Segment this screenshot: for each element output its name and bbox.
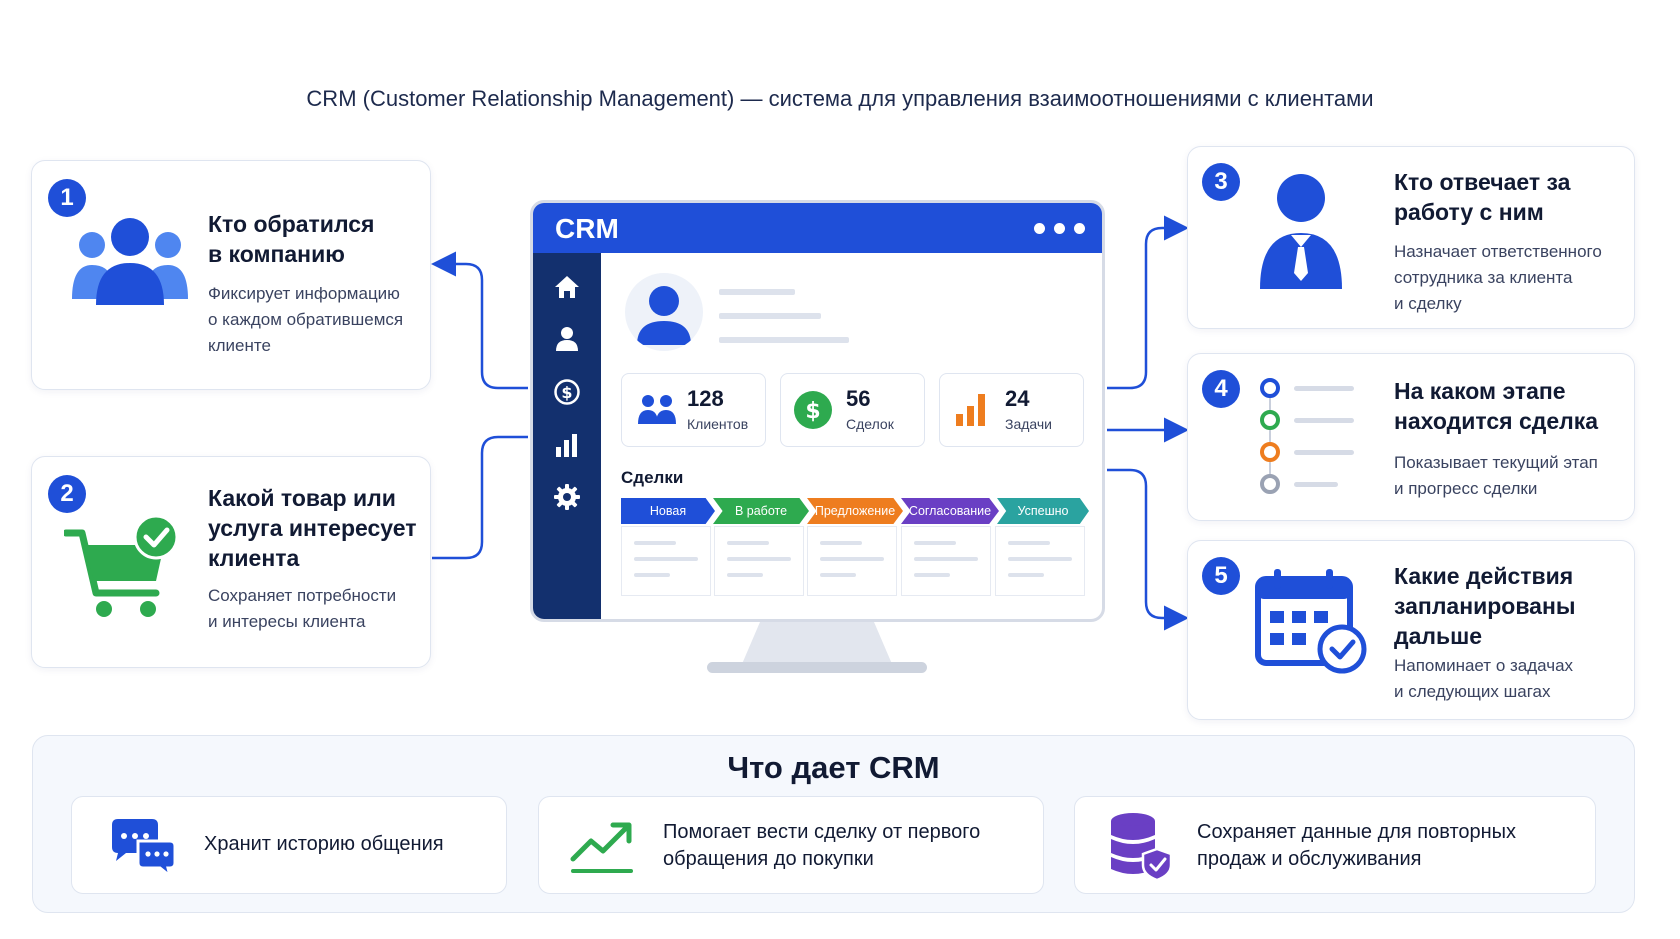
chart-bars-icon: [956, 394, 985, 426]
benefit-deal-tracking: Помогает вести сделку от первого обращен…: [538, 796, 1044, 894]
stage-progress-icon: [1260, 378, 1354, 494]
card-description: Назначает ответственного сотрудника за к…: [1394, 242, 1602, 313]
deal-column: [807, 526, 897, 596]
stat-value: 56: [846, 386, 871, 411]
card-description: Показывает текущий этап и прогресс сделк…: [1394, 453, 1598, 498]
calendar-check-icon: [1255, 569, 1367, 674]
stat-label: Сделок: [846, 416, 894, 432]
card-product-interest: 2 Какой товар или услуга интересует клие…: [31, 456, 431, 668]
stat-label: Клиентов: [687, 416, 749, 432]
stage-in-progress[interactable]: В работе: [713, 498, 809, 524]
placeholder-line: [719, 313, 821, 319]
dollar-coin-icon: $: [794, 391, 832, 429]
database-shield-icon: [1111, 813, 1173, 881]
dollar-icon[interactable]: $: [553, 378, 581, 406]
card-responsible: 3 Кто отвечает за работу с ним Назначает…: [1187, 146, 1635, 329]
shopping-cart-check-icon: [64, 515, 179, 617]
step-number: 1: [48, 179, 86, 217]
deal-column: [995, 526, 1085, 596]
card-description: Фиксирует информацию о каждом обратившем…: [208, 284, 404, 355]
deal-column: [714, 526, 804, 596]
benefits-title: Что дает CRM: [727, 750, 940, 785]
deal-column: [901, 526, 991, 596]
benefit-data-storage: Сохраняет данные для повторных продаж и …: [1074, 796, 1596, 894]
svg-text:$: $: [561, 383, 572, 402]
placeholder-line: [719, 289, 795, 295]
stat-tasks: 24 Задачи: [939, 373, 1084, 447]
user-icon[interactable]: [553, 325, 581, 353]
card-title: Какие действия запланированы дальше: [1394, 563, 1576, 649]
profile-avatar: [625, 273, 703, 351]
stage-proposal[interactable]: Предложение: [807, 498, 903, 524]
card-description: Сохраняет потребности и интересы клиента: [208, 586, 397, 631]
stat-value: 24: [1005, 386, 1030, 411]
stat-deals: $ 56 Сделок: [780, 373, 925, 447]
deal-column: [621, 526, 711, 596]
stat-clients: 128 Клиентов: [621, 373, 766, 447]
step-number: 4: [1202, 370, 1240, 408]
stat-label: Задачи: [1005, 416, 1053, 432]
svg-text:$: $: [805, 399, 820, 424]
benefit-text: Сохраняет данные для повторных продаж и …: [1197, 821, 1517, 870]
page-subtitle: CRM (Customer Relationship Management) —…: [306, 86, 1374, 111]
step-number: 2: [48, 475, 86, 513]
more-dot: [1034, 223, 1045, 234]
gear-icon[interactable]: [553, 483, 581, 511]
benefits-panel: Что дает CRM Хранит историю общения Помо…: [32, 735, 1635, 913]
card-title: Кто обратился в компанию: [208, 211, 375, 267]
step-number: 3: [1202, 163, 1240, 201]
more-dot: [1054, 223, 1065, 234]
stat-value: 128: [687, 386, 724, 411]
placeholder-line: [719, 337, 849, 343]
card-planned-actions: 5 Какие действия запланированы дальше На…: [1187, 540, 1635, 720]
crm-window-title: CRM: [555, 213, 619, 244]
card-title: Кто отвечает за работу с ним: [1394, 169, 1571, 225]
trend-up-icon: [570, 822, 633, 873]
crm-window: CRM $: [530, 200, 1105, 622]
card-title: Какой товар или услуга интересует клиент…: [208, 485, 417, 571]
bar-chart-icon[interactable]: [553, 431, 581, 459]
benefit-text: Хранит историю общения: [204, 833, 444, 855]
users-icon: [638, 395, 676, 424]
stage-approval[interactable]: Согласование: [901, 498, 999, 524]
stage-new[interactable]: Новая: [621, 498, 715, 524]
more-dot: [1074, 223, 1085, 234]
chat-bubbles-icon: [112, 819, 177, 879]
deals-label: Сделки: [621, 468, 684, 487]
crm-sidebar: $: [533, 253, 601, 619]
stage-success[interactable]: Успешно: [997, 498, 1089, 524]
benefit-text: Помогает вести сделку от первого обращен…: [663, 821, 981, 870]
manager-person-icon: [1260, 174, 1342, 289]
users-group-icon: [72, 218, 188, 305]
home-icon[interactable]: [553, 273, 581, 301]
card-title: На каком этапе находится сделка: [1394, 378, 1599, 434]
monitor-base: [707, 662, 927, 673]
user-avatar-icon: [637, 286, 691, 345]
card-who-contacted: 1 Кто обратился в компанию Фиксирует инф…: [31, 160, 431, 390]
card-deal-stage: 4 На каком этапе находится сделка Показы…: [1187, 353, 1635, 521]
benefit-history: Хранит историю общения: [71, 796, 507, 894]
monitor-stand: [742, 622, 892, 664]
step-number: 5: [1202, 557, 1240, 595]
card-description: Напоминает о задачах и следующих шагах: [1394, 656, 1574, 701]
crm-window-header: CRM: [533, 203, 1102, 253]
